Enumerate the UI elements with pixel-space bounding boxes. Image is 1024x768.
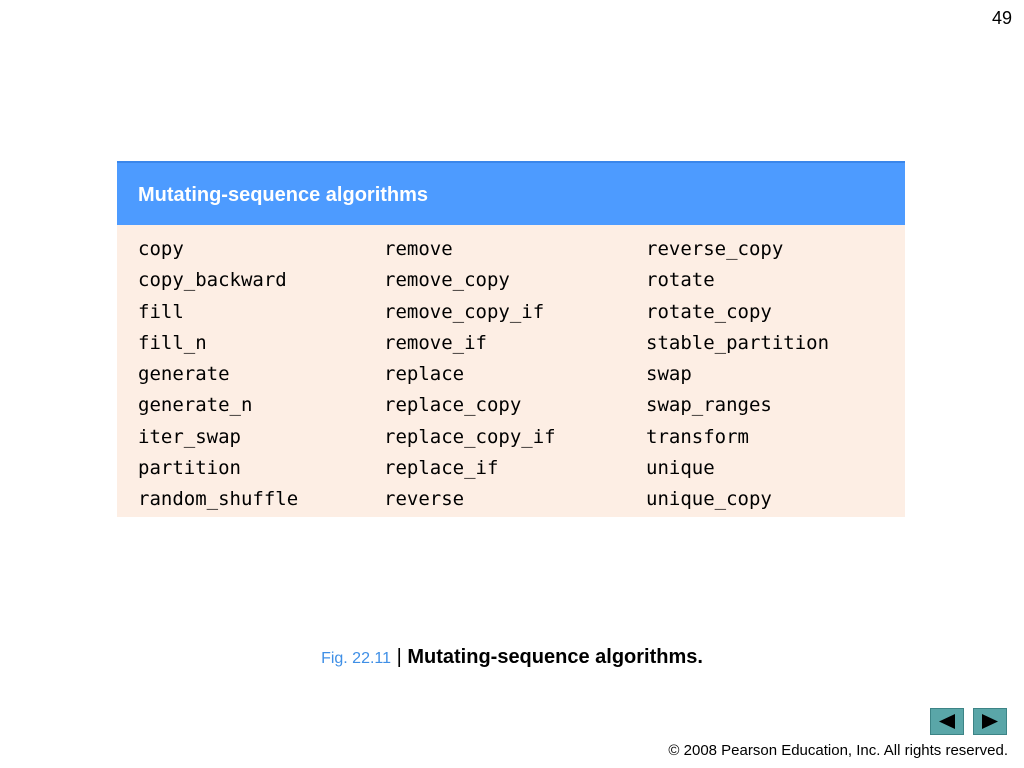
table-cell: copy_backward [138, 269, 287, 292]
triangle-right-icon [982, 714, 998, 729]
table-cell: swap [646, 363, 692, 386]
table-cell: replace_if [384, 457, 499, 480]
next-slide-button[interactable] [973, 708, 1007, 735]
caption-figure-label: Fig. 22.11 [321, 650, 392, 667]
algorithms-table: Mutating-sequence algorithms copy copy_b… [117, 161, 905, 517]
table-cell: random_shuffle [138, 488, 299, 511]
table-cell: generate_n [138, 394, 253, 417]
figure-caption: Fig. 22.11 | Mutating-sequence algorithm… [0, 646, 1024, 669]
table-cell: fill_n [138, 331, 207, 354]
table-cell: fill [138, 300, 184, 323]
table-cell: partition [138, 457, 241, 480]
table-cell: replace_copy_if [384, 425, 556, 448]
table-cell: stable_partition [646, 331, 830, 354]
table-cell: generate [138, 363, 230, 386]
table-cell: unique_copy [646, 488, 772, 511]
table-cell: rotate_copy [646, 300, 772, 323]
table-cell: reverse_copy [646, 238, 784, 260]
copyright-notice: © 2008 Pearson Education, Inc. All right… [668, 742, 1008, 759]
table-cell: rotate [646, 269, 715, 292]
table-cell: remove_copy_if [384, 300, 545, 323]
table-column-2: remove remove_copy remove_copy_if remove… [384, 234, 556, 516]
table-column-1: copy copy_backward fill fill_n generate … [138, 234, 298, 516]
table-header-title: Mutating-sequence algorithms [138, 184, 429, 206]
table-cell: unique [646, 457, 715, 480]
table-cell: reverse [384, 488, 465, 511]
table-cell: replace_copy [384, 394, 522, 417]
table-header: Mutating-sequence algorithms [117, 161, 905, 225]
table-cell: remove_if [384, 331, 487, 354]
table-cell: swap_ranges [646, 394, 772, 417]
caption-separator: | [391, 646, 408, 668]
table-cell: remove [384, 238, 453, 260]
triangle-left-icon [939, 714, 955, 729]
table-cell: iter_swap [138, 425, 241, 448]
table-cell: remove_copy [384, 269, 510, 292]
table-cell: transform [646, 425, 749, 448]
page-number: 49 [991, 8, 1012, 28]
table-cell: copy [138, 238, 184, 260]
table-cell: replace [384, 363, 465, 386]
table-column-3: reverse_copy rotate rotate_copy stable_p… [646, 234, 829, 516]
caption-title: Mutating-sequence algorithms. [407, 646, 703, 668]
previous-slide-button[interactable] [930, 708, 964, 735]
